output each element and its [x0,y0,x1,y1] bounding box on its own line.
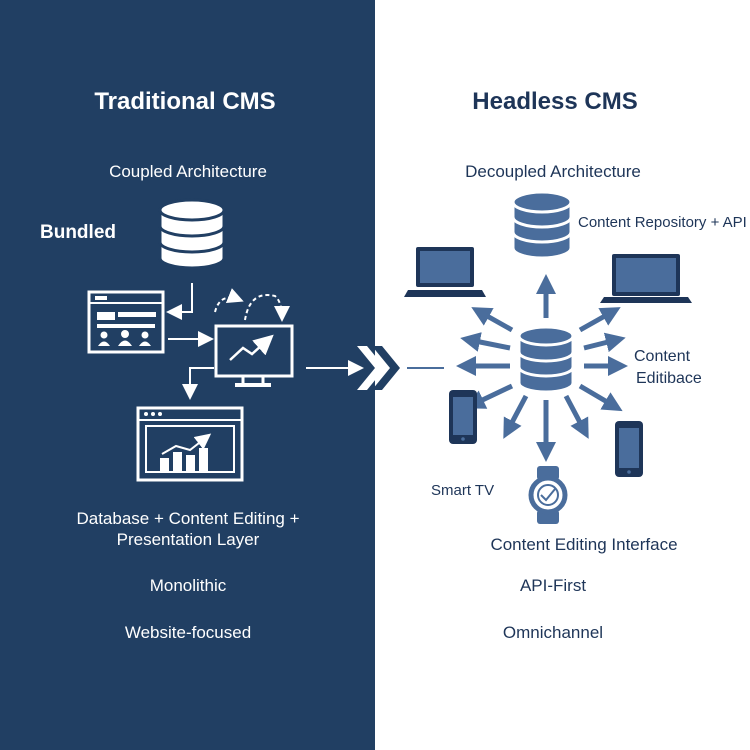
trait-api-first: API-First [519,576,587,595]
laptop-icon-right [600,254,692,303]
trait-omnichannel: Omnichannel [502,623,604,642]
arrow-monitor-to-dashboard [182,367,214,400]
smartphone-icon-right [615,421,643,477]
content-label-line-2: Editibace [636,370,702,387]
smart-tv-label: Smart TV [431,482,495,499]
sync-dashed-arrows [214,288,290,322]
smartphone-icon [449,390,477,444]
laptop-icon [404,247,486,297]
bundled-label: Bundled [40,222,116,243]
traditional-title: Traditional CMS [94,88,276,115]
repository-label: Content Repository + API [578,214,747,231]
trait-monolithic: Monolithic [149,576,227,595]
monitor-chart-icon [214,324,294,387]
traditional-panel [0,0,375,750]
browser-users-icon [87,290,165,354]
layers-line-1: Database + Content Editing + [76,509,300,528]
trait-website-focused: Website-focused [124,623,252,642]
dashboard-chart-icon [136,406,244,482]
smartwatch-icon [528,466,568,524]
traditional-subtitle: Coupled Architecture [109,162,267,181]
database-icon [158,198,226,270]
content-label-line-1: Content [634,348,691,365]
headless-title: Headless CMS [472,88,638,115]
repository-database-icon [511,190,573,260]
api-distribution-arrows [456,274,628,462]
transition-chevron-icon [357,346,400,390]
editing-interface-label: Content Editing Interface [490,535,678,554]
hub-database-icon [517,325,575,394]
arrow-db-to-browser [166,283,193,320]
headless-subtitle: Decoupled Architecture [465,162,641,181]
layers-line-2: Presentation Layer [116,530,260,549]
